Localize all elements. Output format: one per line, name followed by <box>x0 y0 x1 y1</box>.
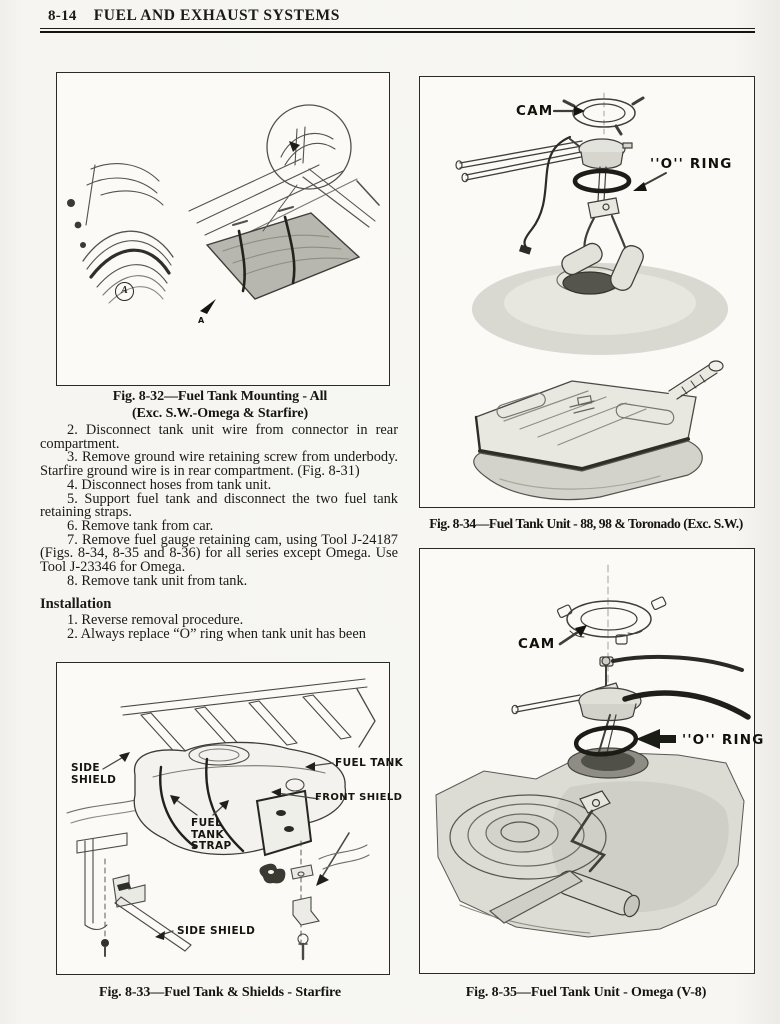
fuel-tank-strap-label: FUEL TANK STRAP <box>191 817 232 852</box>
fig-8-35-drawing <box>435 564 751 938</box>
removal-step: 8. Remove tank unit from tank. <box>67 572 248 589</box>
figure-8-34: CAM ''O'' RING <box>419 76 755 508</box>
view-arrow-a-label: A <box>198 316 205 325</box>
detail-a-badge: A <box>115 282 134 301</box>
removal-step: 6. Remove tank from car. <box>67 517 214 534</box>
fig-8-32-drawing <box>67 104 380 314</box>
o-ring-label: ''O'' RING <box>682 732 765 748</box>
procedure-text: 2. Disconnect tank unit wire from connec… <box>40 422 398 643</box>
fuel-tank-label: FUEL TANK <box>335 757 404 769</box>
side-shield-bottom-label: SIDE SHIELD <box>177 925 256 937</box>
removal-step: 4. Disconnect hoses from tank unit. <box>67 476 272 493</box>
installation-step: 2. Always replace “O” ring when tank uni… <box>67 626 366 643</box>
page-number: 8-14 <box>48 8 77 24</box>
front-shield-label: FRONT SHIELD <box>315 792 403 803</box>
page-header: 8-14 FUEL AND EXHAUST SYSTEMS <box>48 7 340 25</box>
figure-8-33-caption: Fig. 8-33—Fuel Tank & Shields - Starfire <box>40 984 400 1001</box>
installation-heading: Installation <box>40 596 112 613</box>
section-title: FUEL AND EXHAUST SYSTEMS <box>93 7 340 24</box>
figure-8-35: CAM ''O'' RING <box>419 548 763 974</box>
caption-line: Fig. 8-33—Fuel Tank & Shields - Starfire <box>99 985 341 1000</box>
figure-8-32: A A <box>56 72 390 386</box>
o-ring-label: ''O'' RING <box>650 156 733 172</box>
removal-step: 5. Support fuel tank and disconnect the … <box>40 490 398 521</box>
installation-step: 1. Reverse removal procedure. <box>67 612 244 629</box>
caption-line-1: Fig. 8-32—Fuel Tank Mounting - All <box>112 389 328 404</box>
caption-line: Fig. 8-34—Fuel Tank Unit - 88, 98 & Toro… <box>429 516 743 531</box>
removal-step: 3. Remove ground wire retaining screw fr… <box>40 449 398 480</box>
figure-8-34-caption: Fig. 8-34—Fuel Tank Unit - 88, 98 & Toro… <box>412 515 760 532</box>
figure-8-33: SIDE SHIELD FUEL TANK FRONT SHIELD FUEL … <box>56 662 403 975</box>
caption-line: Fig. 8-35—Fuel Tank Unit - Omega (V-8) <box>465 985 707 1000</box>
cam-label: CAM <box>518 636 556 652</box>
removal-step: 7. Remove fuel gauge retaining cam, usin… <box>40 531 398 576</box>
fig-8-34-drawing <box>455 92 728 501</box>
header-rule <box>40 28 755 33</box>
figure-8-35-caption: Fig. 8-35—Fuel Tank Unit - Omega (V-8) <box>412 984 760 1001</box>
figure-8-32-caption: Fig. 8-32—Fuel Tank Mounting - All (Exc.… <box>40 388 400 422</box>
removal-step: 2. Disconnect tank unit wire from connec… <box>40 422 398 452</box>
caption-line-2: (Exc. S.W.-Omega & Starfire) <box>131 406 309 421</box>
fig-8-33-drawing <box>66 678 376 961</box>
side-shield-top-label: SIDE SHIELD <box>71 762 117 786</box>
cam-label: CAM <box>516 103 554 119</box>
